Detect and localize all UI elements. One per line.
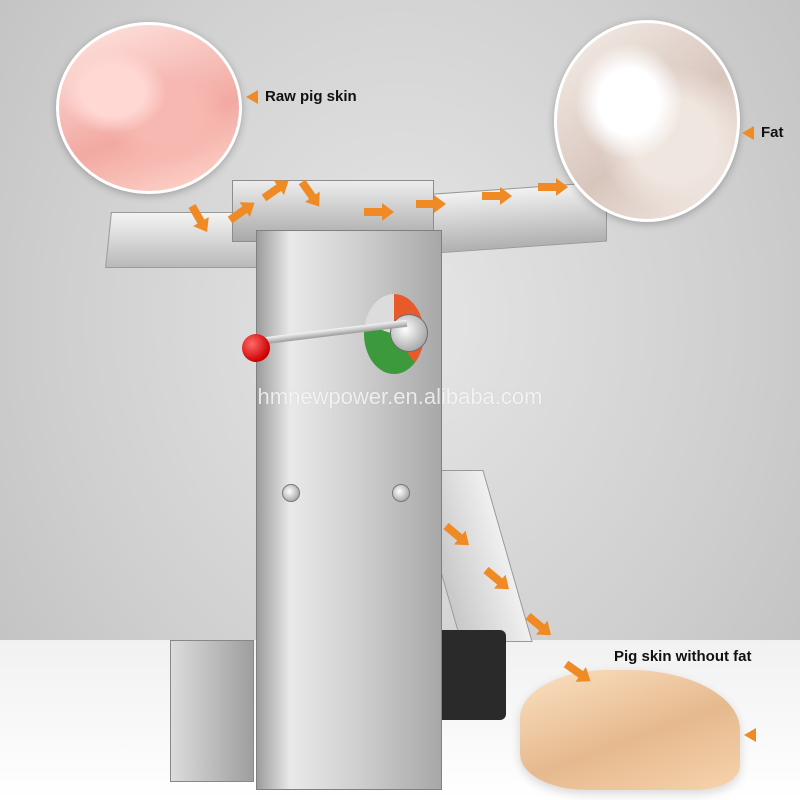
fat-photo — [554, 20, 740, 222]
motor-housing — [436, 630, 506, 720]
raw-pig-skin-photo — [56, 22, 242, 194]
bolt-icon — [282, 484, 300, 502]
adjustment-knob — [390, 314, 428, 352]
flow-arrow-icon — [482, 187, 512, 205]
pointer-icon — [742, 126, 754, 140]
label-pig-skin-without-fat: Pig skin without fat — [614, 648, 752, 665]
bolt-icon — [392, 484, 410, 502]
flow-arrow-icon — [416, 195, 446, 213]
label-fat: Fat — [761, 124, 784, 141]
output-tray — [420, 181, 607, 255]
pointer-icon — [744, 728, 756, 742]
base-side-panel — [170, 640, 254, 782]
flow-arrow-icon — [364, 203, 394, 221]
label-raw-pig-skin: Raw pig skin — [265, 88, 357, 105]
watermark: hmnewpower.en.alibaba.com — [257, 384, 543, 409]
pointer-icon — [246, 90, 258, 104]
pig-skin-without-fat-photo — [520, 670, 740, 790]
flow-arrow-icon — [538, 178, 568, 196]
lever-ball-handle — [242, 334, 270, 362]
